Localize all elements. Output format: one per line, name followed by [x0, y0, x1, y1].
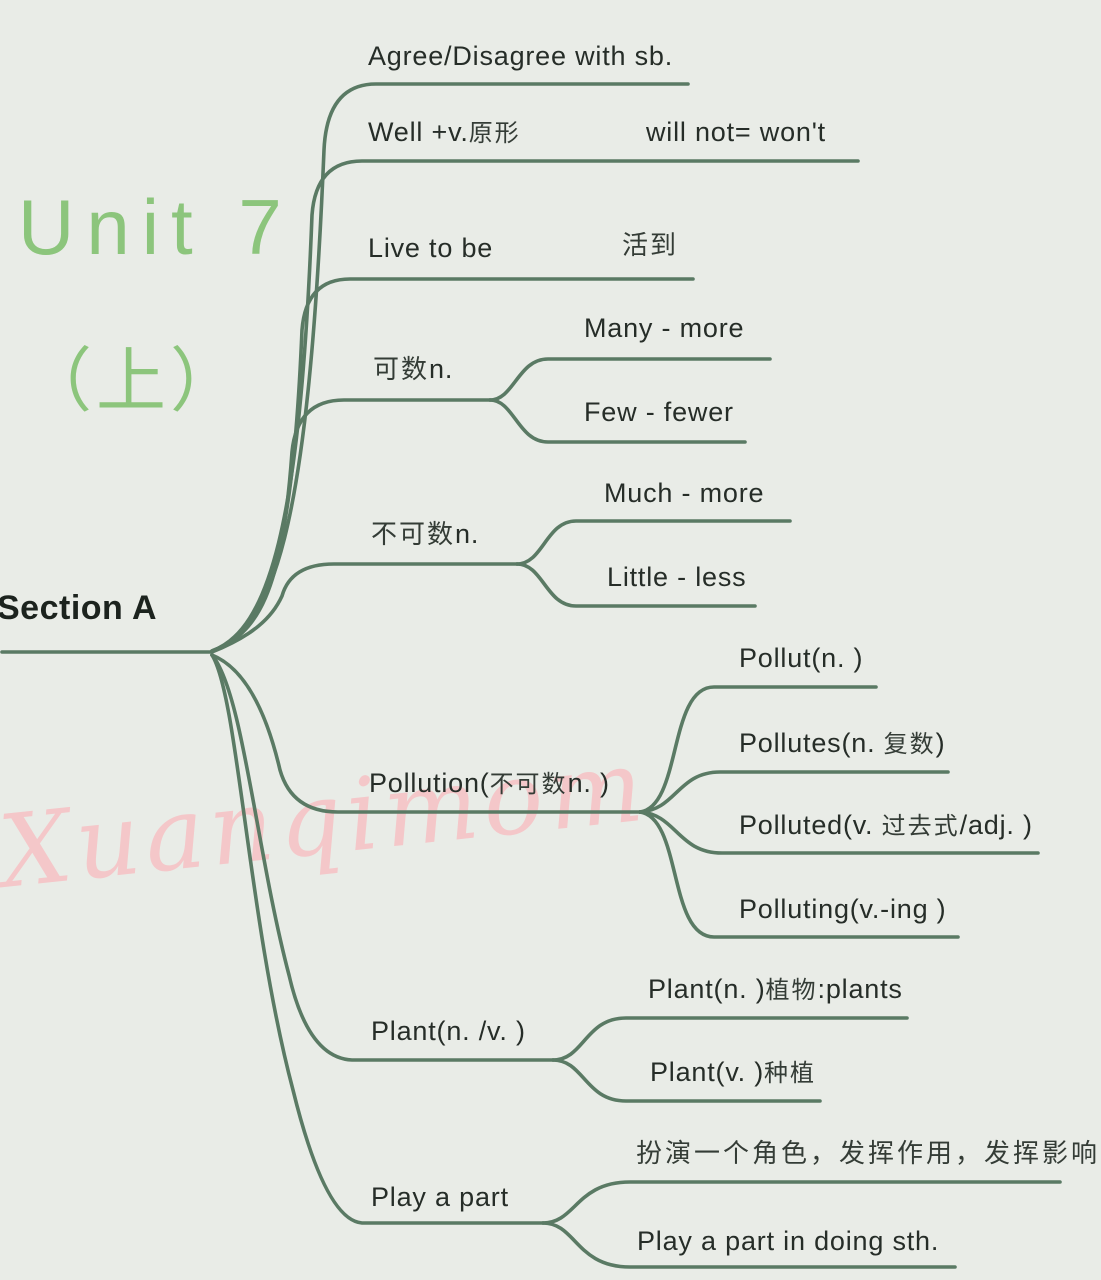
node-play-phrase: Play a part in doing sth.: [637, 1226, 940, 1256]
node-polluted-post: /adj. ): [959, 810, 1033, 840]
node-pollution: Pollution(不可数n. ): [369, 768, 610, 799]
connector-play-note: [541, 1180, 1062, 1225]
connector-countable: [210, 398, 492, 653]
node-plant: Plant(n. /v. ): [371, 1016, 526, 1046]
connector-play-phrase: [541, 1221, 957, 1269]
node-pollutes: Pollutes(n. 复数): [739, 728, 945, 759]
node-section-a: Section A: [0, 589, 158, 627]
connector-uncountable: [210, 562, 519, 654]
node-pollution-pre: Pollution(: [369, 768, 490, 798]
node-pollutes-post: ): [935, 728, 946, 758]
node-pollution-post: n. ): [567, 768, 610, 798]
node-uncountable-hand: 不可数: [371, 520, 456, 550]
connector-well: [210, 159, 860, 653]
node-plant-n: Plant(n. )植物:plants: [648, 974, 903, 1005]
node-uncountable: 不可数n.: [371, 519, 479, 551]
node-countable-hand: 可数: [373, 355, 430, 385]
node-much: Much - more: [604, 478, 765, 508]
node-few: Few - fewer: [584, 397, 734, 427]
node-polluting: Polluting(v.-ing ): [739, 894, 947, 924]
node-countable-suffix: n.: [429, 354, 454, 384]
node-live-hand-annotation: 活到: [622, 231, 679, 261]
node-polluted: Polluted(v. 过去式/adj. ): [739, 810, 1033, 841]
connector-plant: [210, 653, 555, 1062]
node-well-note: will not= won't: [646, 117, 826, 147]
unit-title-line1: Unit 7: [18, 183, 294, 271]
node-polluted-hand: 过去式: [881, 812, 960, 840]
connector-little: [515, 562, 757, 608]
node-live: Live to be: [368, 233, 494, 263]
connector-many: [488, 357, 772, 402]
node-countable: 可数n.: [373, 354, 453, 386]
node-well-text: Well +v.: [368, 117, 469, 147]
connector-polluted: [638, 810, 1040, 855]
node-well: Well +v.原形: [368, 117, 521, 148]
node-pollutes-pre: Pollutes(n.: [739, 728, 884, 758]
node-pollutes-hand: 复数: [883, 730, 936, 758]
node-plant-v-hand: 种植: [764, 1059, 817, 1087]
node-agree: Agree/Disagree with sb.: [368, 41, 674, 71]
node-plant-n-hand: 植物: [765, 976, 818, 1004]
unit-title-line2: （上）: [22, 342, 244, 420]
connector-polluting: [638, 810, 960, 939]
node-pollution-hand: 不可数: [489, 770, 568, 798]
connector-pollution: [210, 653, 642, 814]
connector-play: [210, 653, 545, 1225]
node-little: Little - less: [607, 562, 747, 592]
node-well-hand-annotation: 原形: [468, 119, 521, 147]
node-many: Many - more: [584, 313, 745, 343]
node-play: Play a part: [371, 1182, 509, 1212]
connector-much: [515, 519, 792, 566]
node-plant-v: Plant(v. )种植: [650, 1057, 816, 1088]
node-pollut: Pollut(n. ): [739, 643, 864, 673]
connector-few: [488, 398, 747, 444]
connector-plant-n: [551, 1016, 909, 1062]
connector-pollut: [638, 685, 878, 814]
node-plant-v-pre: Plant(v. ): [650, 1057, 765, 1087]
node-plant-n-pre: Plant(n. ): [648, 974, 766, 1004]
node-play-note: 扮演一个角色，发挥作用，发挥影响: [636, 1139, 1101, 1169]
node-polluted-pre: Polluted(v.: [739, 810, 882, 840]
node-plant-n-post: :plants: [817, 974, 903, 1004]
connector-pollutes: [638, 770, 950, 814]
connector-plant-v: [551, 1058, 822, 1103]
node-uncountable-suffix: n.: [455, 519, 480, 549]
